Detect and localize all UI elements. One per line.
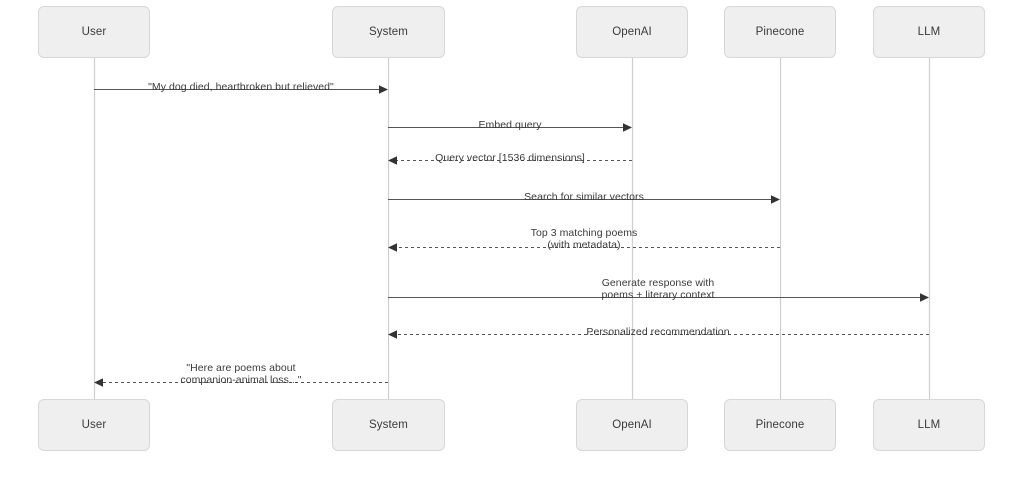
participant-box-openai-bottom[interactable]: OpenAI <box>576 399 688 451</box>
msg-generate-response-label-line: poems + literary context <box>601 289 715 301</box>
participant-box-pinecone-bottom[interactable]: Pinecone <box>724 399 836 451</box>
lifelines-group <box>93 58 931 399</box>
message-arrows-group <box>94 85 929 387</box>
msg-search-vectors-label: Search for similar vectors <box>524 191 644 204</box>
participant-box-llm-bottom[interactable]: LLM <box>873 399 985 451</box>
participant-label-system: System <box>369 419 408 431</box>
msg-personalized-rec-arrowhead <box>388 330 397 339</box>
msg-query-vector-label-line: Query vector [1536 dimensions] <box>435 152 585 164</box>
msg-final-answer-arrowhead <box>94 378 103 387</box>
msg-final-answer-label-line: "Here are poems about <box>186 361 296 374</box>
msg-user-query-arrowhead <box>379 85 388 94</box>
msg-personalized-rec-label: Personalized recommendation <box>586 326 729 339</box>
participant-label-openai: OpenAI <box>612 419 652 431</box>
msg-embed-query-arrowhead <box>623 123 632 132</box>
msg-top-poems-label-line: (with metadata) <box>547 239 621 251</box>
msg-top-poems-arrowhead <box>388 243 397 252</box>
msg-top-poems-label: Top 3 matching poems(with metadata) <box>531 227 638 252</box>
msg-user-query-label: "My dog died, heartbroken but relieved" <box>148 81 334 94</box>
msg-query-vector-label: Query vector [1536 dimensions] <box>435 152 585 165</box>
msg-personalized-rec-label-line: Personalized recommendation <box>586 326 730 338</box>
participant-label-llm: LLM <box>917 419 941 431</box>
msg-final-answer-label-line: companion-animal loss..." <box>180 374 302 386</box>
participant-label-openai: OpenAI <box>612 26 652 38</box>
msg-embed-query-label-line: Embed query <box>478 119 542 131</box>
participant-label-pinecone: Pinecone <box>755 419 805 431</box>
participant-box-llm-top[interactable]: LLM <box>873 6 985 58</box>
participant-label-system: System <box>369 26 408 38</box>
participant-label-user: User <box>81 419 107 431</box>
msg-search-vectors-arrowhead <box>771 195 780 204</box>
participant-box-pinecone-top[interactable]: Pinecone <box>724 6 836 58</box>
msg-generate-response-arrowhead <box>920 293 929 302</box>
participant-label-llm: LLM <box>917 26 941 38</box>
participant-label-pinecone: Pinecone <box>755 26 805 38</box>
msg-generate-response-label-line: Generate response with <box>601 276 715 289</box>
participant-box-system-bottom[interactable]: System <box>332 399 445 451</box>
participant-box-user-top[interactable]: User <box>38 6 150 58</box>
participant-box-system-top[interactable]: System <box>332 6 445 58</box>
participant-box-openai-top[interactable]: OpenAI <box>576 6 688 58</box>
msg-query-vector-arrowhead <box>388 156 397 165</box>
msg-search-vectors-label-line: Search for similar vectors <box>524 191 644 203</box>
msg-top-poems-label-line: Top 3 matching poems <box>530 226 638 239</box>
msg-user-query-label-line: "My dog died, heartbroken but relieved" <box>148 81 334 93</box>
msg-embed-query-label: Embed query <box>478 119 541 132</box>
participant-box-user-bottom[interactable]: User <box>38 399 150 451</box>
participant-label-user: User <box>81 26 107 38</box>
